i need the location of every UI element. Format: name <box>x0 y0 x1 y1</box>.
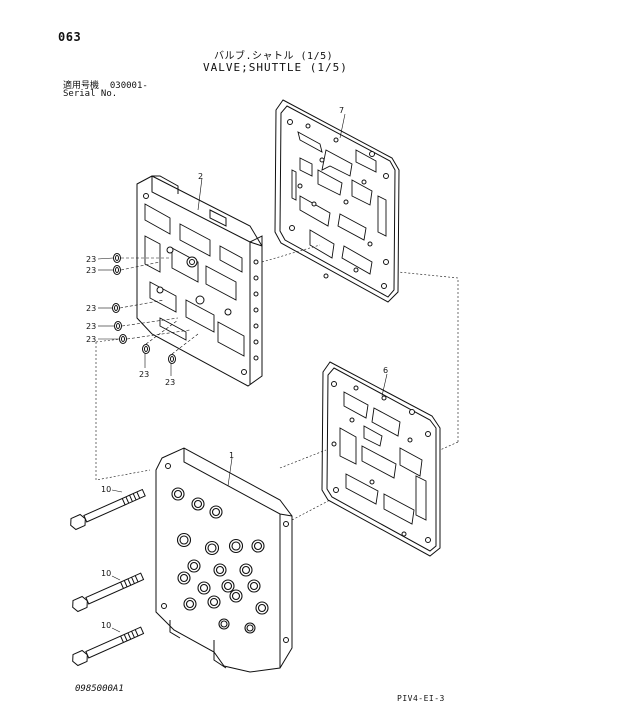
leader-lines <box>97 113 388 633</box>
serial-value: 030001- <box>109 81 148 91</box>
callout-part-10-middle: 10 <box>101 569 111 578</box>
o-ring-guide-lines <box>119 257 199 355</box>
plate-part-7 <box>274 99 400 303</box>
callout-part-10-upper: 10 <box>101 485 111 494</box>
o-rings-part-23 <box>112 253 176 364</box>
serial-label-jp-text: 適用号機 <box>63 81 100 91</box>
callout-part-7: 7 <box>339 106 344 115</box>
serial-label: Serial No. <box>63 89 118 99</box>
serial-label-japanese: 適用号機 030001- <box>63 78 148 91</box>
assembly-outline <box>95 244 459 521</box>
callout-part-23-b: 23 <box>86 266 96 275</box>
valve-block-part-1 <box>155 447 293 673</box>
valve-body-part-2 <box>136 175 263 387</box>
figure-code: PIV4-EI-3 <box>397 694 445 703</box>
callout-part-23-e: 23 <box>86 335 96 344</box>
callout-part-6: 6 <box>383 366 388 375</box>
callout-part-23-f: 23 <box>139 370 149 379</box>
callout-part-23-g: 23 <box>165 378 175 387</box>
page-title: VALVE;SHUTTLE (1/5) <box>203 61 348 74</box>
plate-part-6 <box>321 361 441 557</box>
callout-part-23-d: 23 <box>86 322 96 331</box>
page-number: 063 <box>58 30 82 44</box>
callout-part-1: 1 <box>229 451 234 460</box>
bolts-part-10 <box>70 488 146 667</box>
callout-part-10-lower: 10 <box>101 621 111 630</box>
document-code: 0985000A1 <box>75 684 124 694</box>
callout-part-23-c: 23 <box>86 304 96 313</box>
callout-part-23-a: 23 <box>86 255 96 264</box>
page-title-japanese: バルブ.シャトル (1/5) <box>214 51 334 62</box>
callout-part-2: 2 <box>198 172 203 181</box>
